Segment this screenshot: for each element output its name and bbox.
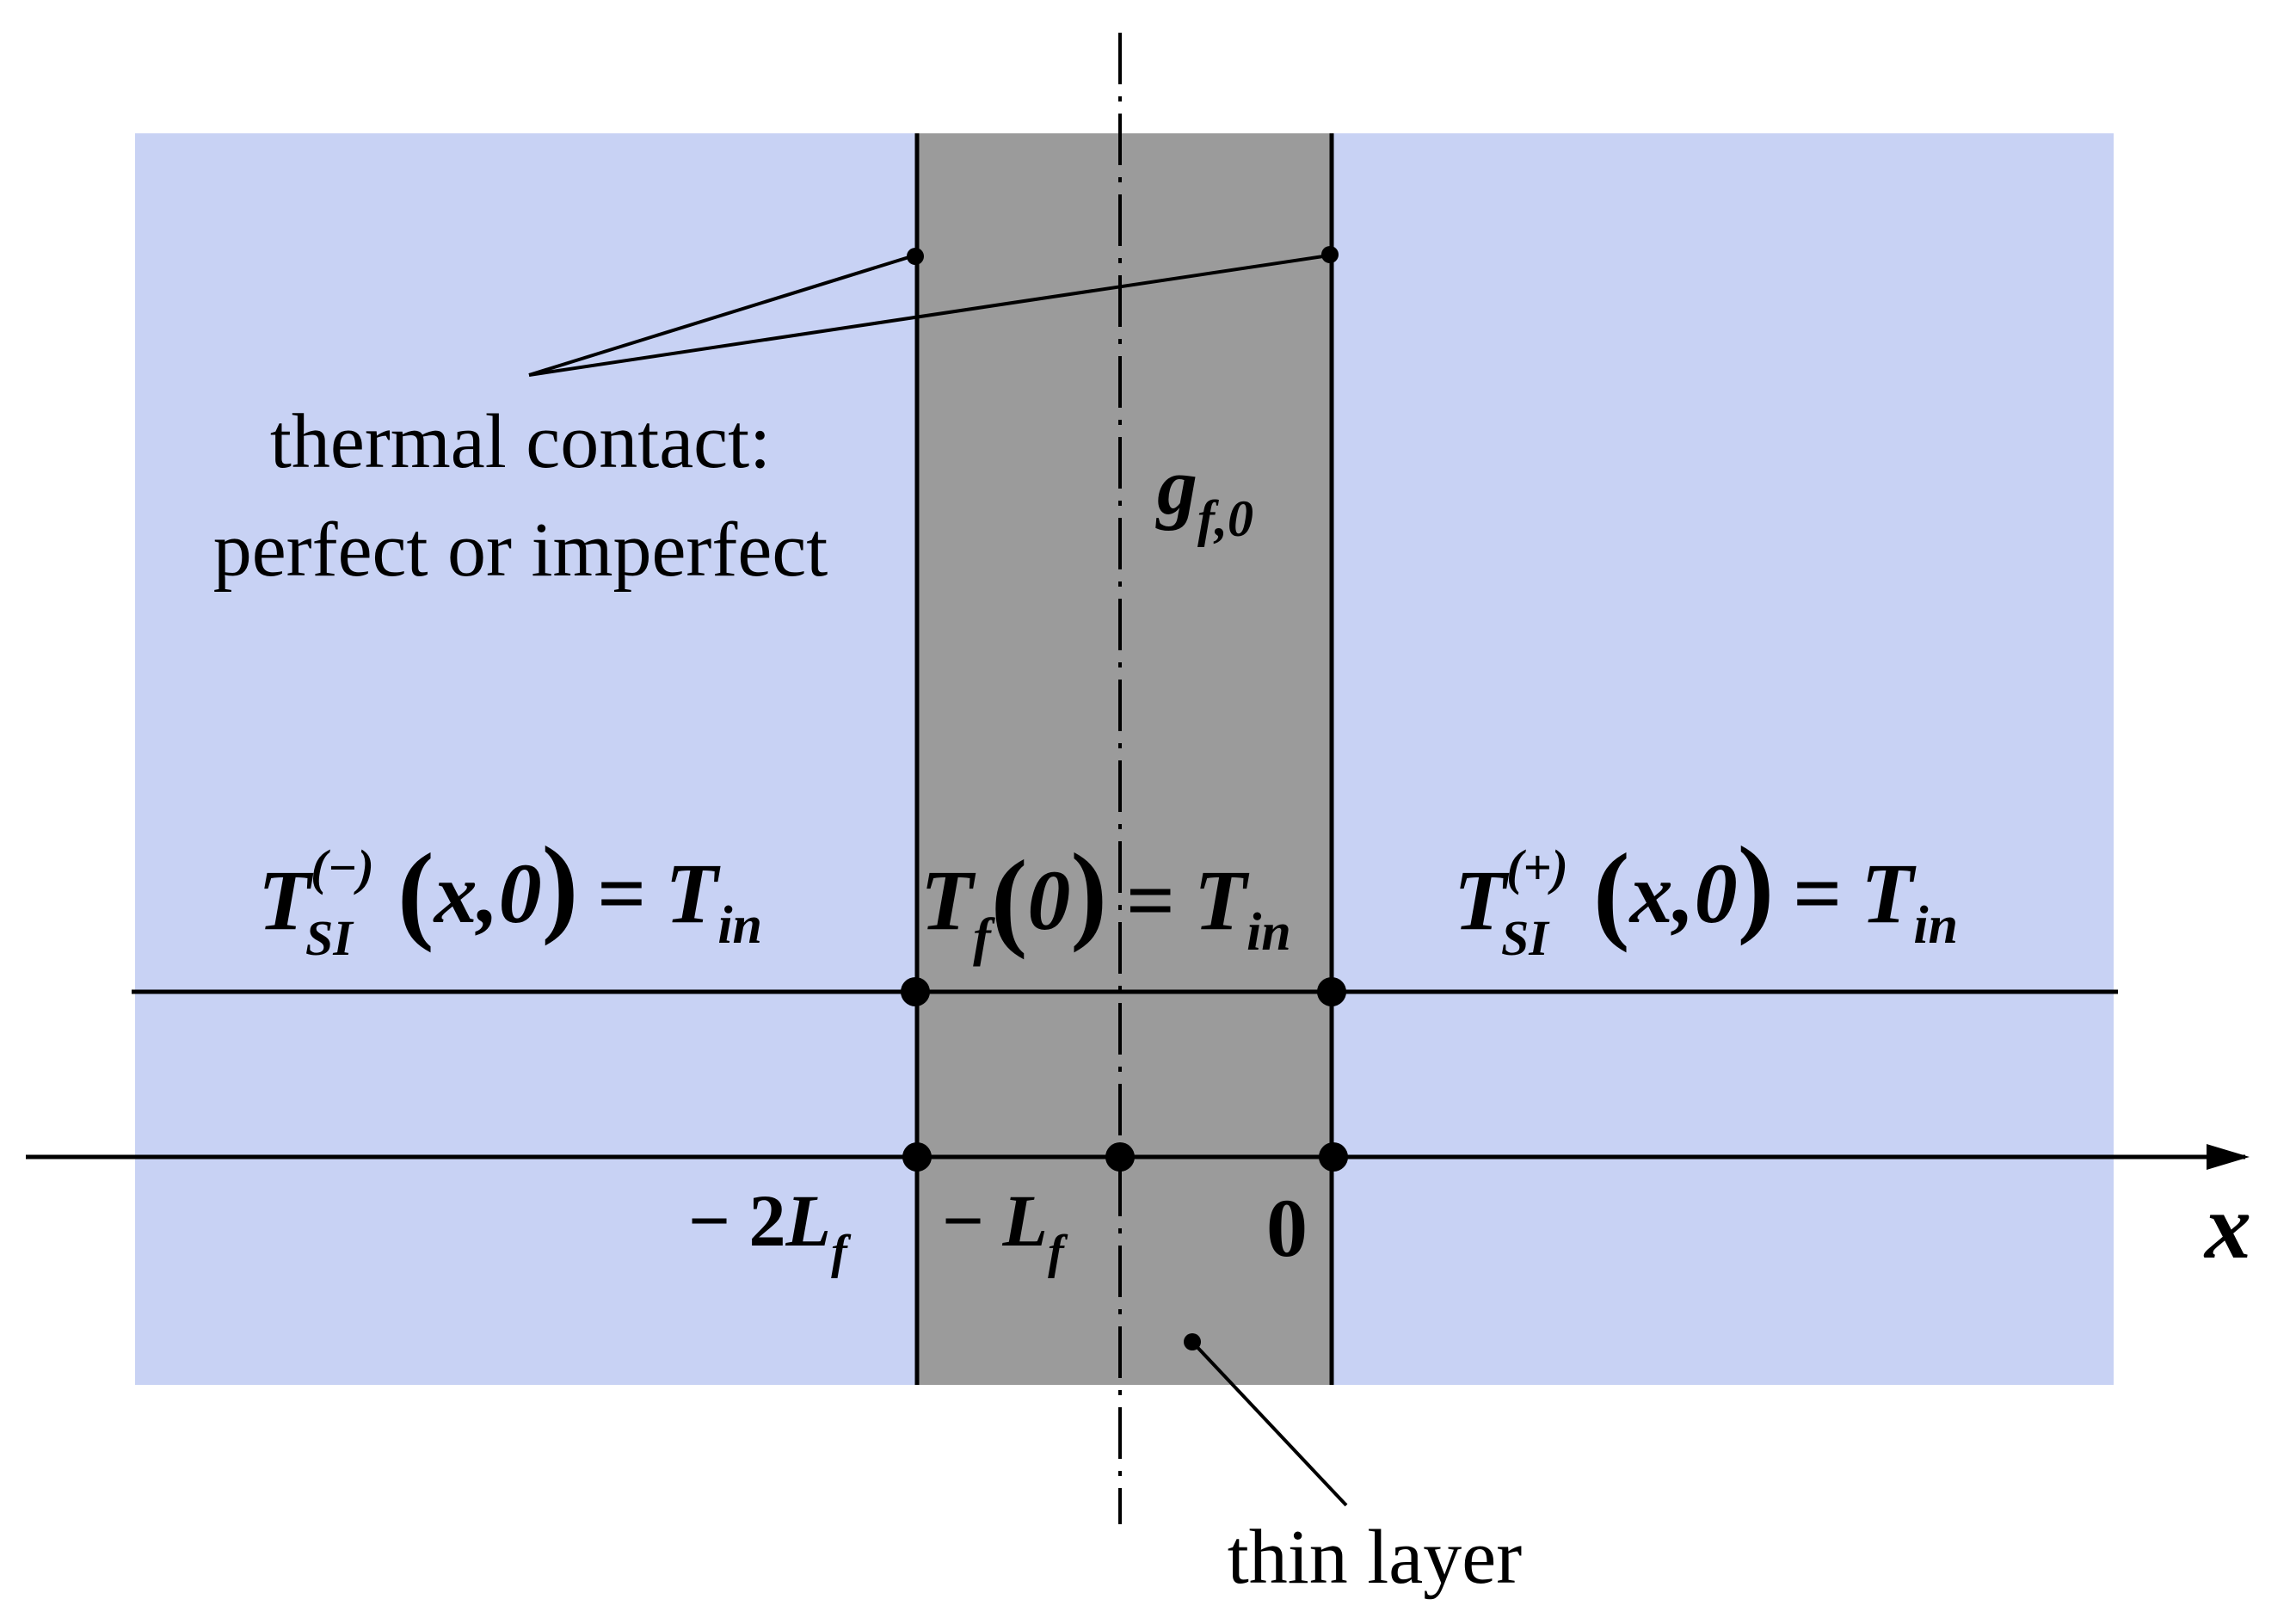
- right-eq-sup: (+): [1506, 840, 1568, 895]
- thermal-contact-label-line2: perfect or imperfect: [213, 508, 828, 593]
- middle-eq-open: (: [991, 838, 1028, 960]
- right-eq-rhs-sub: in: [1913, 896, 1958, 955]
- thermal-contact-label-line1: thermal contact:: [270, 399, 771, 484]
- thin-layer-region: [917, 133, 1332, 1385]
- left-eq-close: ): [542, 824, 579, 946]
- right-eq-open: (: [1593, 831, 1630, 953]
- heat-source-label: gf,0: [1155, 442, 1253, 547]
- right-eq-equals: =: [1793, 846, 1842, 941]
- heat-source-subscript: f,0: [1197, 490, 1253, 547]
- right-substrate-region: [1332, 133, 2114, 1385]
- thin-layer-pointer-dot: [1184, 1333, 1201, 1350]
- right-eq-args: x,0: [1628, 846, 1738, 941]
- contact-point-right: [1321, 246, 1339, 263]
- right-eq-T: T: [1454, 852, 1510, 948]
- tick-minus-lf-symbol: L: [1002, 1179, 1049, 1262]
- left-eq-open: (: [397, 831, 434, 953]
- right-initial-condition: T(+)SI(x,0)=Tin: [1454, 824, 1958, 966]
- left-eq-rhs-sub: in: [717, 896, 762, 955]
- middle-eq-args: 0: [1027, 852, 1070, 948]
- left-substrate-region: [135, 133, 917, 1385]
- left-eq-sup: (−): [311, 840, 374, 895]
- left-eq-T: T: [258, 852, 314, 948]
- contact-pointer-left: [528, 254, 915, 377]
- left-initial-condition: T(−)SI(x,0)=Tin: [258, 824, 762, 966]
- tick-label-minus-2lf: − 2Lf: [688, 1179, 852, 1279]
- middle-initial-condition: Tf(0)=Tin: [920, 831, 1291, 967]
- left-eq-sub: SI: [305, 910, 354, 966]
- x-axis-label: x: [2203, 1176, 2251, 1278]
- left-eq-rhs: T: [665, 846, 721, 941]
- middle-eq-rhs-sub: in: [1246, 903, 1291, 962]
- node-right-initial: [1317, 977, 1346, 1006]
- right-eq-rhs: T: [1861, 846, 1917, 941]
- thin-layer-label: thin layer: [1228, 1515, 1522, 1600]
- tick-label-minus-lf: − Lf: [942, 1179, 1068, 1279]
- tick-label-zero: 0: [1266, 1182, 1308, 1274]
- middle-eq-close: ): [1070, 831, 1107, 953]
- heat-source-symbol: g: [1155, 442, 1197, 532]
- tick-minus-lf-prefix: −: [942, 1179, 1003, 1262]
- right-eq-sub: SI: [1501, 910, 1550, 966]
- middle-eq-T: T: [920, 852, 976, 948]
- left-eq-equals: =: [597, 846, 646, 941]
- node-minus-lf: [1105, 1142, 1135, 1172]
- tick-minus-2lf-prefix: − 2: [688, 1179, 786, 1262]
- right-eq-close: ): [1738, 824, 1775, 946]
- node-minus-2lf: [902, 1142, 932, 1172]
- tick-minus-2lf-symbol: L: [785, 1179, 832, 1262]
- node-zero: [1319, 1142, 1348, 1172]
- middle-eq-equals: =: [1126, 852, 1175, 948]
- contact-pointer-right: [528, 254, 1330, 377]
- left-eq-args: x,0: [433, 846, 542, 941]
- thin-layer-pointer: [1191, 1340, 1348, 1507]
- node-left-initial: [901, 977, 930, 1006]
- middle-eq-rhs: T: [1194, 852, 1250, 948]
- contact-point-left: [907, 248, 924, 265]
